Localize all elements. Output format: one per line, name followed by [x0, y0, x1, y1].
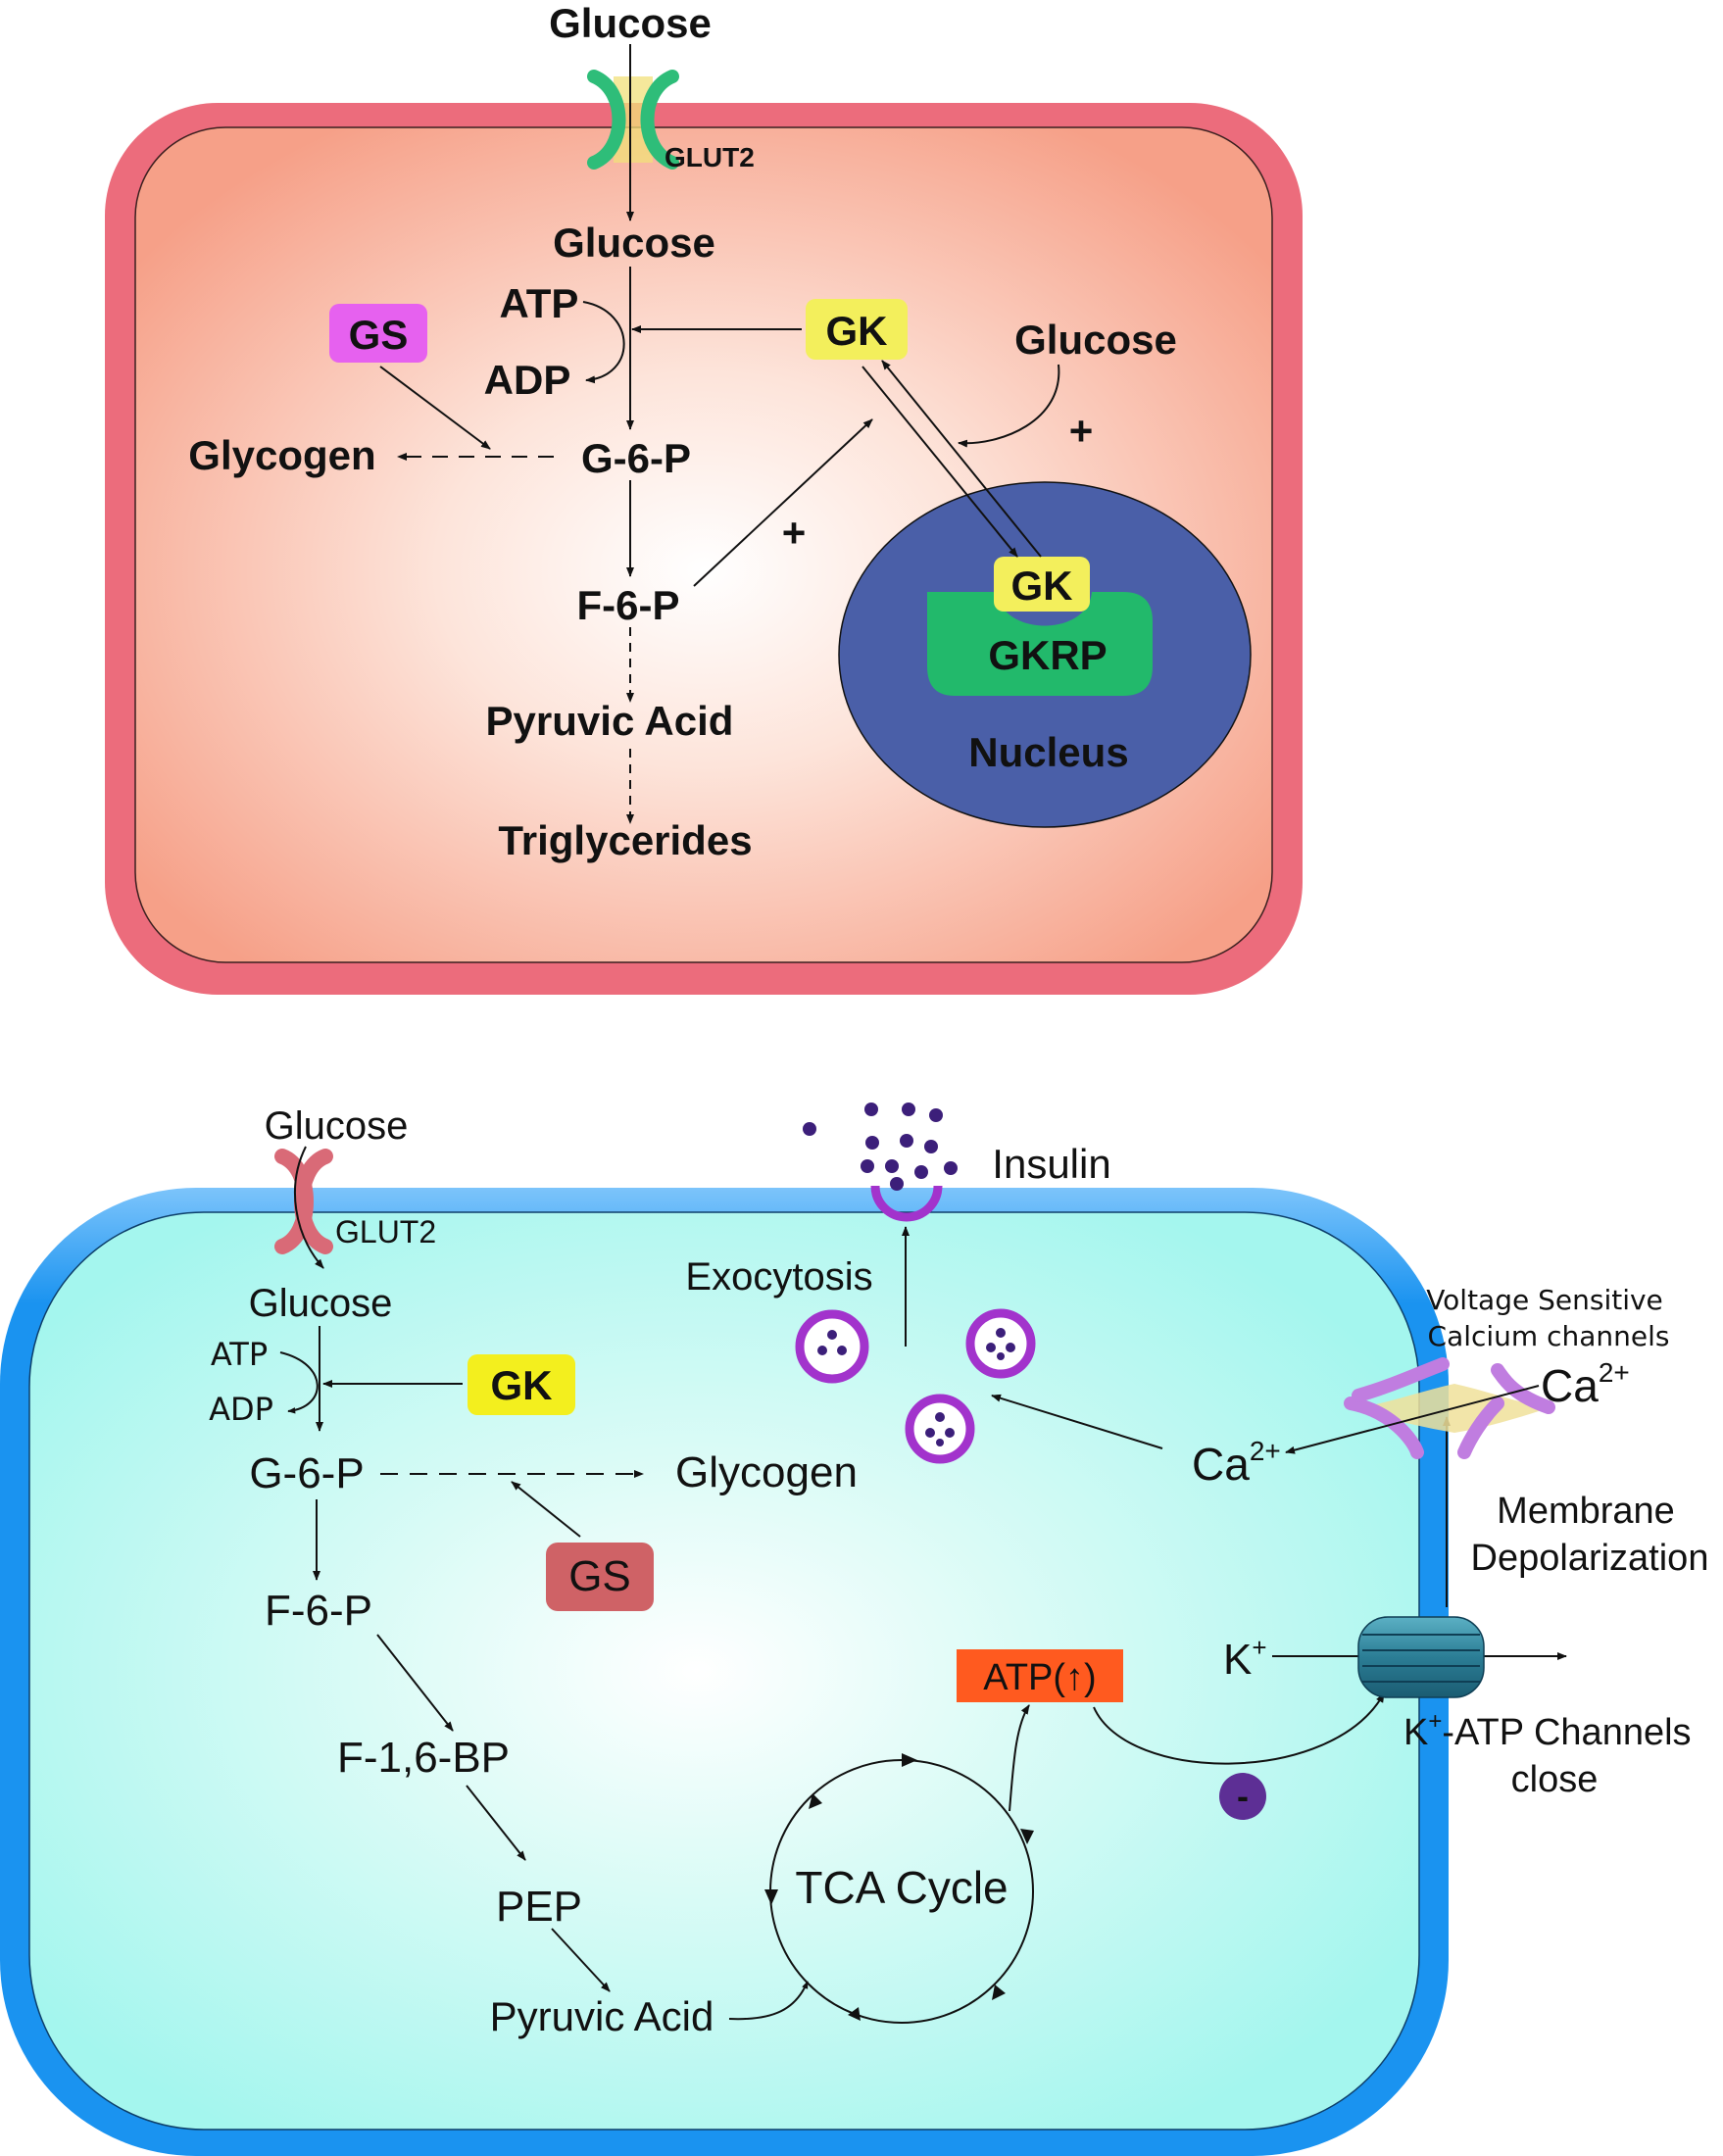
- beta-k-ion: K+: [1223, 1633, 1267, 1684]
- beta-exocytosis-pocket: [870, 1185, 943, 1222]
- liver-gkrp-shape: [927, 592, 1153, 696]
- liver-gkrp-label: GKRP: [988, 632, 1107, 678]
- liver-gk-from-nucleus-arrow: [881, 360, 1042, 558]
- beta-f16bp-to-pep-arrow: [466, 1785, 526, 1861]
- beta-vsc-label-2: Calcium channels: [1428, 1320, 1670, 1352]
- beta-adp: ADP: [209, 1391, 273, 1428]
- liver-glucose-outside: Glucose: [549, 0, 712, 46]
- liver-glut2-icon: [587, 70, 679, 170]
- beta-inhibit-marker: [1219, 1773, 1266, 1820]
- beta-glucose-inside: Glucose: [249, 1282, 393, 1325]
- beta-membrane-label-1: Membrane: [1497, 1491, 1675, 1532]
- beta-membrane-label-2: Depolarization: [1471, 1538, 1709, 1579]
- liver-pyruvic-acid: Pyruvic Acid: [486, 698, 734, 744]
- liver-gk-to-nucleus-arrow: [862, 366, 1018, 558]
- beta-katp-label: K+-ATP Channels: [1403, 1708, 1692, 1753]
- beta-cell: Glucose GLUT2 Glucose ATP ADP GK G-6-P G…: [0, 1102, 1708, 2156]
- beta-f6p: F-6-P: [265, 1587, 372, 1635]
- beta-atp-adp-arrow: [279, 1351, 319, 1414]
- beta-ca-to-vesicle-arrow: [991, 1394, 1163, 1449]
- liver-glucose-regulator: Glucose: [1014, 317, 1177, 363]
- beta-glucose-outside: Glucose: [265, 1104, 409, 1148]
- beta-glycogen: Glycogen: [675, 1448, 858, 1496]
- beta-f16bp: F-1,6-BP: [337, 1734, 510, 1782]
- beta-ca-outside: Ca2+: [1541, 1357, 1630, 1411]
- beta-ca-inside: Ca2+: [1192, 1436, 1281, 1490]
- liver-f6p: F-6-P: [577, 582, 680, 628]
- beta-vesicle-2: [965, 1308, 1036, 1379]
- beta-g6p: G-6-P: [249, 1449, 364, 1497]
- beta-atp: ATP: [211, 1336, 268, 1373]
- beta-katp-close: close: [1511, 1759, 1599, 1800]
- liver-atp: ATP: [500, 280, 579, 326]
- beta-vsc-label-1: Voltage Sensitive: [1426, 1284, 1663, 1316]
- beta-ca-influx-arrow: [1285, 1385, 1540, 1454]
- beta-gk-box: [468, 1354, 575, 1415]
- beta-pep: PEP: [496, 1883, 582, 1931]
- liver-glycogen: Glycogen: [188, 432, 375, 478]
- beta-tca-cycle-arrowheads: [764, 1753, 1034, 2021]
- liver-adp: ADP: [484, 357, 571, 403]
- liver-g6p: G-6-P: [581, 435, 691, 481]
- liver-nucleus-label: Nucleus: [968, 729, 1128, 775]
- beta-glut2-label: GLUT2: [335, 1214, 436, 1250]
- beta-katp-channel-icon: [1357, 1616, 1485, 1698]
- liver-glucose-inside: Glucose: [553, 220, 715, 266]
- liver-glut2-label: GLUT2: [665, 142, 755, 172]
- beta-insulin-granules: [803, 1102, 958, 1191]
- beta-vesicle-1: [795, 1309, 869, 1384]
- beta-glucose-transport-arrow: [294, 1146, 324, 1269]
- beta-inhibit-label: -: [1237, 1776, 1249, 1816]
- liver-glucose-regulator-arrow: [958, 364, 1060, 448]
- beta-exocytosis-label: Exocytosis: [685, 1255, 872, 1298]
- beta-pep-to-pyruvate-arrow: [551, 1928, 611, 1992]
- liver-plus-glucose: +: [1069, 408, 1094, 454]
- liver-nuclear-gk-label: GK: [1011, 563, 1073, 609]
- beta-gs-arrow: [511, 1481, 581, 1538]
- liver-f6p-activation-arrow: [693, 418, 873, 587]
- beta-tca-cycle-label: TCA Cycle: [795, 1862, 1008, 1913]
- beta-gs-box: [546, 1543, 654, 1611]
- beta-gk-label: GK: [491, 1362, 553, 1408]
- liver-cell: Glucose GLUT2 Glucose ATP ADP GK GS Glyc…: [105, 0, 1303, 995]
- beta-atp-up-label: ATP(↑): [983, 1657, 1096, 1698]
- beta-glut2-icon: [274, 1149, 333, 1254]
- beta-insulin-label: Insulin: [992, 1141, 1110, 1187]
- liver-plus-f6p: +: [782, 510, 807, 556]
- liver-gs-label: GS: [349, 312, 409, 358]
- beta-vesicle-3: [905, 1394, 975, 1464]
- beta-atp-up-box: [957, 1649, 1123, 1702]
- liver-gs-arrow: [379, 366, 491, 450]
- beta-f6p-to-f16bp-arrow: [376, 1634, 454, 1732]
- beta-tca-to-atp-arrow: [1009, 1704, 1030, 1812]
- liver-gk-label: GK: [826, 308, 888, 354]
- beta-pyruvic-acid: Pyruvic Acid: [490, 1993, 714, 2039]
- liver-gk-box: [806, 299, 908, 360]
- liver-nuclear-gk-box: [994, 557, 1090, 612]
- beta-gs-label: GS: [568, 1552, 631, 1600]
- beta-pyruvate-to-tca-arrow: [728, 1981, 809, 2021]
- beta-atp-inhibit-arrow: [1093, 1692, 1385, 1765]
- liver-triglycerides: Triglycerides: [498, 817, 752, 863]
- liver-atp-adp-arrow: [582, 301, 625, 384]
- liver-gs-box: [329, 304, 427, 363]
